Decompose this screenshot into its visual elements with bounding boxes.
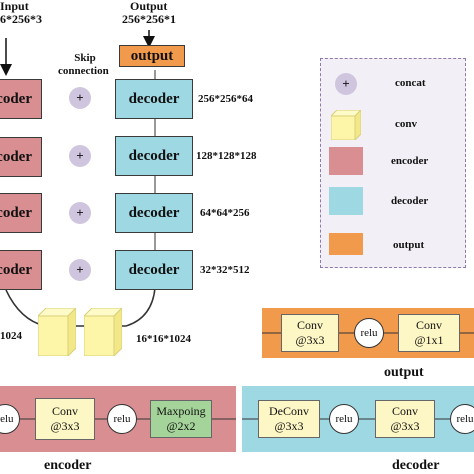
encoder-block-3: Encoder [0, 193, 42, 233]
input-label: Input [0, 0, 29, 13]
legend-conv-label: conv [395, 118, 417, 130]
encoder-relu-1: relu [0, 404, 20, 434]
legend-concat-icon: + [335, 73, 357, 95]
decoder-conv-line2: @3x3 [390, 419, 420, 433]
encoder-pool-box: Maxpoing @2x2 [150, 400, 212, 438]
decoder-conv-line1: Conv [391, 404, 418, 418]
legend-panel: + concat conv encoder decoder output [320, 58, 466, 268]
encoder-conv-box: Conv @3x3 [35, 398, 95, 440]
size-label-1: 256*256*64 [198, 93, 253, 105]
size-label-3: 64*64*256 [200, 207, 250, 219]
legend-encoder-swatch [329, 147, 363, 175]
decoder-detail-title: decoder [392, 458, 440, 473]
bottleneck-left-size: 1024 [0, 330, 22, 342]
legend-concat-label: concat [395, 77, 426, 89]
output-label: Output [130, 0, 168, 13]
encoder-conv-line2: @3x3 [50, 419, 80, 433]
encoder-block-1: Encoder [0, 79, 42, 119]
input-size-label: 256*256*3 [0, 12, 42, 26]
decoder-relu-2: relu [450, 404, 474, 434]
output-relu: relu [354, 318, 384, 348]
output-detail-title: output [384, 365, 424, 380]
output-block: output [119, 45, 185, 67]
encoder-conv-line1: Conv [51, 404, 78, 418]
size-label-4: 32*32*512 [200, 264, 250, 276]
output-size-label: 256*256*1 [122, 12, 176, 26]
decoder-block-1: decoder [115, 79, 193, 119]
bottleneck-conv-cube-2 [84, 308, 122, 356]
decoder-deconv-line1: DeConv [269, 404, 309, 418]
legend-output-swatch [329, 233, 363, 255]
skip-label-1: Skip [74, 52, 96, 64]
decoder-deconv-line2: @3x3 [274, 419, 304, 433]
decoder-block-3: decoder [115, 193, 193, 233]
output-conv2-line2: @1x1 [414, 333, 444, 347]
bottleneck-right-size: 16*16*1024 [136, 333, 191, 345]
encoder-block-2: Encoder [0, 137, 42, 177]
size-label-2: 128*128*128 [196, 150, 257, 162]
encoder-block-4: Encoder [0, 250, 42, 290]
concat-icon-4: + [69, 259, 91, 281]
decoder-block-2: decoder [115, 136, 193, 176]
legend-output-label: output [393, 239, 425, 251]
encoder-detail-title: encoder [44, 458, 92, 473]
legend-encoder-label: encoder [391, 155, 429, 167]
encoder-relu-2: relu [107, 404, 137, 434]
concat-icon-3: + [69, 202, 91, 224]
encoder-pool-line2: @2x2 [166, 419, 196, 433]
output-conv1-box: Conv @3x3 [281, 314, 339, 352]
skip-label-2: connection [58, 65, 109, 77]
bottleneck-curve [5, 287, 156, 327]
concat-icon-2: + [69, 145, 91, 167]
decoder-conv-box: Conv @3x3 [375, 400, 435, 438]
legend-decoder-swatch [329, 187, 363, 215]
legend-decoder-label: decoder [391, 195, 429, 207]
output-conv2-box: Conv @1x1 [398, 314, 460, 352]
decoder-deconv-box: DeConv @3x3 [258, 400, 320, 438]
decoder-block-4: decoder [115, 250, 193, 290]
decoder-relu: relu [329, 404, 359, 434]
legend-conv-swatch [331, 110, 361, 140]
output-conv2-line1: Conv [415, 318, 442, 332]
concat-icon-1: + [69, 87, 91, 109]
output-conv1-line1: Conv [296, 318, 323, 332]
output-conv1-line2: @3x3 [295, 333, 325, 347]
encoder-pool-line1: Maxpoing [156, 404, 206, 418]
bottleneck-conv-cube-1 [38, 308, 76, 356]
